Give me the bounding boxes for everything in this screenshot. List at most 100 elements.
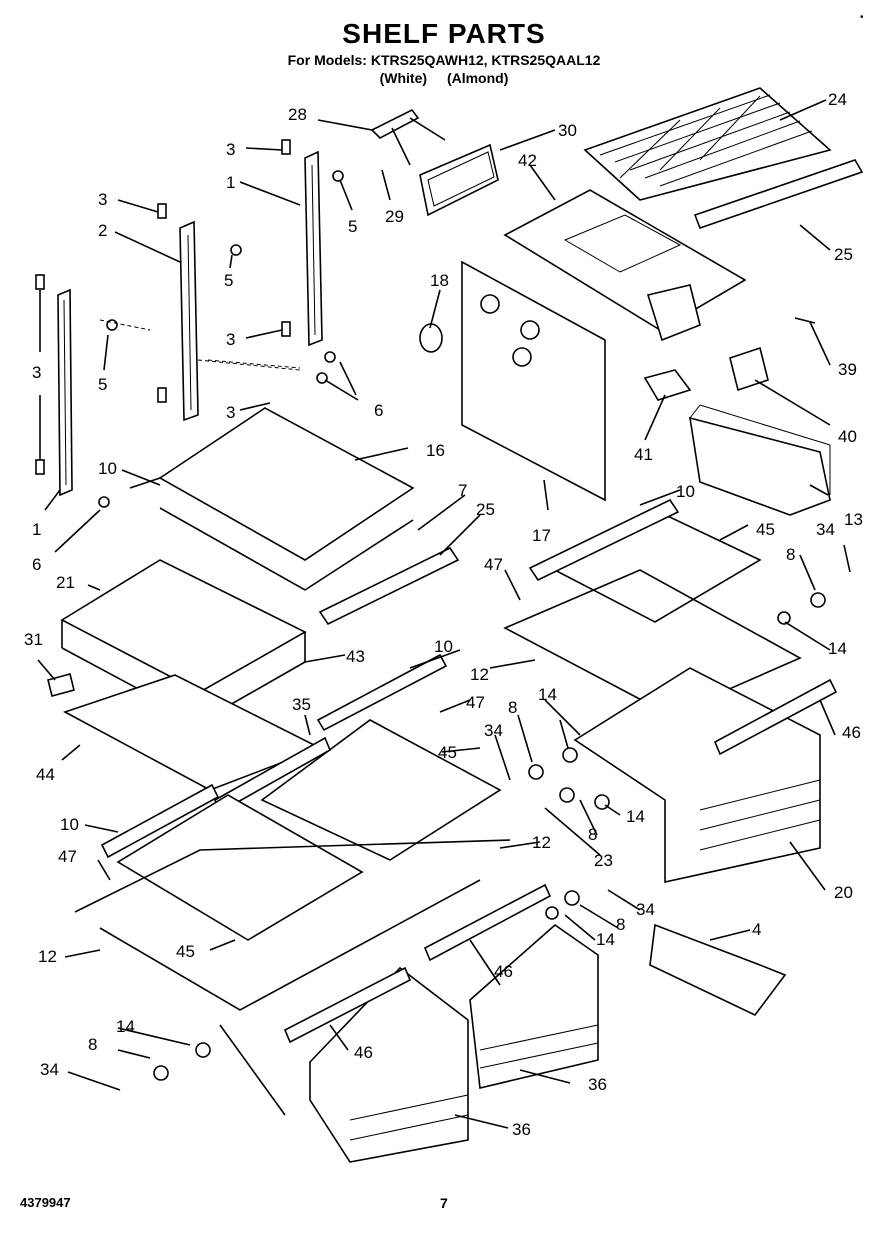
corner-mark: • — [860, 12, 864, 23]
callout-30: 30 — [558, 121, 577, 140]
callout-12: 12 — [38, 947, 57, 966]
rail-10-mid — [316, 653, 448, 732]
rail-10-lower — [100, 783, 220, 859]
callout-16: 16 — [426, 441, 445, 460]
callout-45: 45 — [756, 520, 775, 539]
page-title: SHELF PARTS — [342, 18, 546, 49]
callout-47: 47 — [484, 555, 503, 574]
callout-28: 28 — [288, 105, 307, 124]
callout-43: 43 — [346, 647, 365, 666]
callout-47: 47 — [466, 693, 485, 712]
callout-14: 14 — [596, 930, 615, 949]
callout-47: 47 — [58, 847, 77, 866]
models-line: For Models: KTRS25QAWH12, KTRS25QAAL12 — [287, 52, 601, 68]
callout-1: 1 — [226, 173, 235, 192]
callout-5: 5 — [224, 271, 233, 290]
rail-25-top — [693, 159, 864, 230]
part-4 — [649, 923, 787, 1017]
clip-3-f — [281, 321, 291, 337]
callout-14: 14 — [828, 639, 847, 658]
callout-46: 46 — [494, 962, 513, 981]
callout-13: 13 — [844, 510, 863, 529]
callout-44: 44 — [36, 765, 55, 784]
rail-46-a — [423, 883, 552, 962]
callout-34: 34 — [40, 1060, 59, 1079]
crisper-20 — [573, 667, 821, 883]
callout-36: 36 — [588, 1075, 607, 1094]
callout-10: 10 — [60, 815, 79, 834]
callout-1: 1 — [32, 520, 41, 539]
part-18 — [419, 323, 443, 353]
callout-45: 45 — [438, 743, 457, 762]
callout-25: 25 — [834, 245, 853, 264]
color-white-label: (White) — [379, 70, 428, 86]
callout-2: 2 — [98, 221, 107, 240]
panel-17 — [461, 260, 606, 502]
callout-41: 41 — [634, 445, 653, 464]
callout-labels: 28 30 24 3 1 5 29 42 3 2 25 5 1 8 3 3 5 3… — [24, 90, 863, 1139]
callout-8: 8 — [88, 1035, 97, 1054]
glass-shelf-16 — [158, 407, 415, 561]
page-number: 7 — [440, 1195, 448, 1211]
callout-46: 46 — [354, 1043, 373, 1062]
callout-35: 35 — [292, 695, 311, 714]
callout-12: 12 — [470, 665, 489, 684]
clip-3-d — [157, 387, 167, 403]
callout-46: 46 — [842, 723, 861, 742]
callout-3: 3 — [226, 330, 235, 349]
part-41 — [643, 369, 692, 401]
clip-3-c — [157, 203, 167, 219]
drawer-36-a — [309, 966, 469, 1163]
callout-10: 10 — [434, 637, 453, 656]
callout-3: 3 — [226, 403, 235, 422]
callout-6: 6 — [32, 555, 41, 574]
callout-3: 3 — [32, 363, 41, 382]
clip-3-a — [35, 274, 45, 290]
callout-17: 17 — [532, 526, 551, 545]
callout-8: 8 — [588, 825, 597, 844]
callout-40: 40 — [838, 427, 857, 446]
diagram-drawing — [35, 87, 864, 1163]
callout-14: 14 — [116, 1017, 135, 1036]
callout-7: 7 — [458, 481, 467, 500]
glass-shelf-21 — [60, 559, 307, 693]
rail-10-right — [528, 498, 680, 582]
callout-29: 29 — [385, 207, 404, 226]
part-30-frame — [419, 143, 499, 217]
callout-42: 42 — [518, 151, 537, 170]
color-variants: (White) (Almond) — [0, 70, 888, 86]
callout-8: 8 — [616, 915, 625, 934]
callout-6: 6 — [374, 401, 383, 420]
glass-shelf-45-a — [543, 509, 762, 623]
callout-3: 3 — [98, 190, 107, 209]
callout-4: 4 — [752, 920, 761, 939]
part-40 — [729, 346, 769, 392]
glass-shelf-45-c — [116, 794, 364, 941]
drawer-36-b — [469, 923, 599, 1089]
clip-3-b — [35, 459, 45, 475]
callout-34: 34 — [484, 721, 503, 740]
part-number: 4379947 — [20, 1195, 71, 1210]
callout-5: 5 — [348, 217, 357, 236]
callout-3: 3 — [226, 140, 235, 159]
callout-14: 14 — [538, 685, 557, 704]
glass-shelf-45-b — [260, 719, 502, 861]
callout-10: 10 — [98, 459, 117, 478]
wire-shelf-24 — [583, 87, 832, 201]
callout-10: 10 — [676, 482, 695, 501]
callout-8: 8 — [508, 698, 517, 717]
callout-31: 31 — [24, 630, 43, 649]
callout-21: 21 — [56, 573, 75, 592]
leader-lines — [37, 99, 851, 1129]
bin-13 — [689, 416, 831, 516]
callout-34: 34 — [816, 520, 835, 539]
callout-5: 5 — [98, 375, 107, 394]
rail-46-b — [283, 966, 412, 1044]
color-almond-label: (Almond) — [446, 70, 509, 86]
callout-36: 36 — [512, 1120, 531, 1139]
callout-24: 24 — [828, 90, 847, 109]
clip-3-e — [281, 139, 291, 155]
rail-25-mid — [318, 546, 460, 626]
callout-20: 20 — [834, 883, 853, 902]
